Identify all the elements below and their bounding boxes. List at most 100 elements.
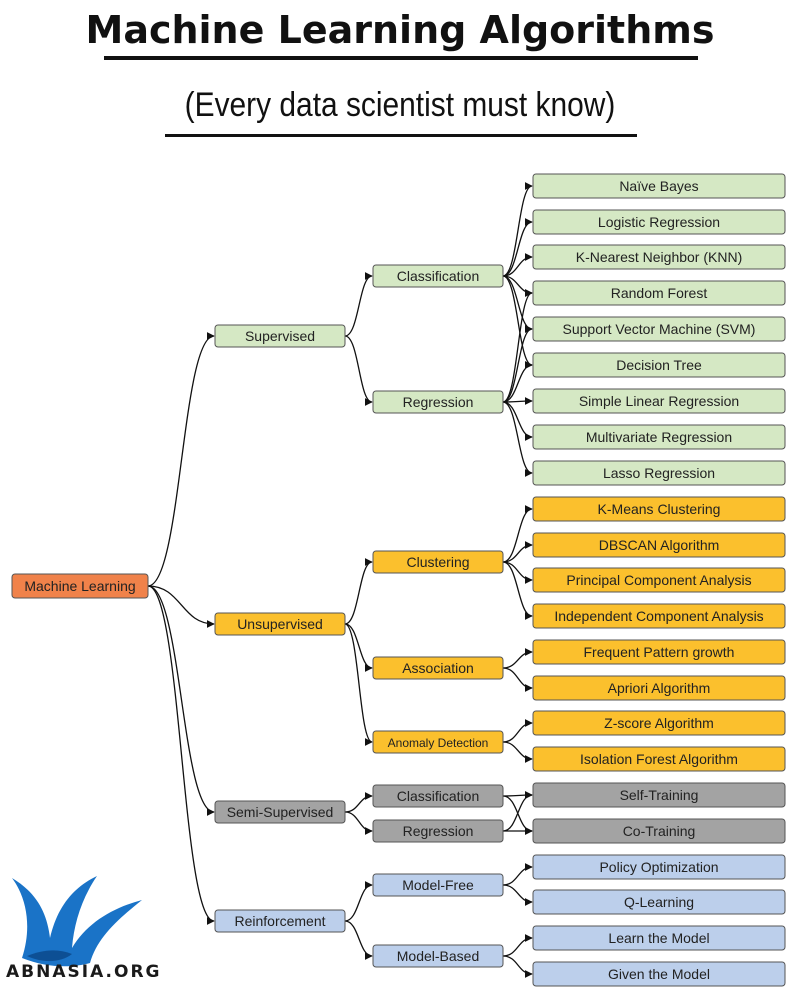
leaf-decision-tree-label: Decision Tree: [616, 357, 702, 373]
edge-regression-lasso-regression: [502, 401, 533, 477]
leaf-principal-component-analysis: Principal Component Analysis: [532, 567, 786, 593]
leaf-co-training: Co-Training: [532, 818, 786, 844]
node-supervised-classification-box: [372, 264, 504, 288]
phoenix-bird-logo: [12, 876, 142, 967]
edge-anomaly-detection-isolation-forest-algorithm: [502, 741, 533, 763]
leaf-k-means-clustering-box: [532, 496, 786, 522]
node-machine-learning: Machine Learning: [11, 573, 149, 599]
leaf-independent-component-analysis-box: [532, 603, 786, 629]
edge-association-apriori-algorithm: [502, 667, 533, 692]
edge-semi-supervised-classification: [344, 792, 373, 813]
leaf-dbscan-algorithm-box: [532, 532, 786, 558]
node-supervised-classification: Classification: [372, 264, 504, 288]
node-unsupervised-box: [214, 612, 346, 636]
node-reinforcement-model-free-box: [372, 873, 504, 897]
title-underline: [104, 56, 698, 60]
leaf-q-learning-box: [532, 889, 786, 915]
leaf-policy-optimization-label: Policy Optimization: [599, 859, 718, 875]
node-supervised: Supervised: [214, 324, 346, 348]
leaf-frequent-pattern-growth: Frequent Pattern growth: [532, 639, 786, 665]
leaf-learn-the-model-box: [532, 925, 786, 951]
leaf-k-means-clustering-label: K-Means Clustering: [598, 501, 721, 517]
edge-unsupervised-association: [344, 623, 373, 672]
leaf-self-training: Self-Training: [532, 782, 786, 808]
leaf-lasso-regression-box: [532, 460, 786, 486]
leaf-simple-linear-regression-box: [532, 388, 786, 414]
node-supervised-box: [214, 324, 346, 348]
edge-supervised-regression: [344, 335, 373, 406]
leaf-isolation-forest-algorithm-label: Isolation Forest Algorithm: [580, 751, 738, 767]
leaf-na-ve-bayes-box: [532, 173, 786, 199]
leaf-dbscan-algorithm: DBSCAN Algorithm: [532, 532, 786, 558]
edge-root-semi-supervised: [147, 585, 215, 816]
node-reinforcement-model-based: Model-Based: [372, 944, 504, 968]
leaf-k-nearest-neighbor-knn-label: K-Nearest Neighbor (KNN): [576, 249, 743, 265]
leaf-independent-component-analysis: Independent Component Analysis: [532, 603, 786, 629]
node-reinforcement-box: [214, 909, 346, 933]
node-supervised-classification-label: Classification: [397, 268, 479, 284]
leaf-lasso-regression-label: Lasso Regression: [603, 465, 715, 481]
node-semi-supervised-regression: Regression: [372, 819, 504, 843]
node-machine-learning-box: [11, 573, 149, 599]
leaf-support-vector-machine-svm: Support Vector Machine (SVM): [532, 316, 786, 342]
leaf-q-learning-label: Q-Learning: [624, 894, 694, 910]
leaf-random-forest-box: [532, 280, 786, 306]
edge-reinforcement-model-free: [344, 881, 373, 922]
node-reinforcement-model-based-label: Model-Based: [397, 948, 480, 964]
edge-model-free-policy-optimization: [502, 863, 533, 886]
node-semi-supervised-classification-box: [372, 784, 504, 808]
subtitle-underline: [165, 134, 637, 137]
node-semi-supervised-regression-box: [372, 819, 504, 843]
diagram-title: Machine Learning Algorithms: [85, 8, 715, 52]
leaf-self-training-label: Self-Training: [620, 787, 699, 803]
leaf-support-vector-machine-svm-box: [532, 316, 786, 342]
leaf-apriori-algorithm-box: [532, 675, 786, 701]
edge-supervised-classification: [344, 272, 373, 337]
leaf-z-score-algorithm: Z-score Algorithm: [532, 710, 786, 736]
edge-clustering-k-means-clustering: [502, 505, 533, 563]
leaf-decision-tree-box: [532, 352, 786, 378]
edge-clustering-independent-component-analysis: [502, 561, 533, 620]
node-reinforcement-model-free: Model-Free: [372, 873, 504, 897]
edge-classification-k-nearest-neighbor-knn: [502, 253, 533, 277]
leaf-logistic-regression: Logistic Regression: [532, 209, 786, 235]
leaf-co-training-box: [532, 818, 786, 844]
leaf-k-means-clustering: K-Means Clustering: [532, 496, 786, 522]
node-semi-supervised-classification: Classification: [372, 784, 504, 808]
leaf-policy-optimization-box: [532, 854, 786, 880]
node-semi-supervised: Semi-Supervised: [214, 800, 346, 824]
leaf-apriori-algorithm: Apriori Algorithm: [532, 675, 786, 701]
leaf-given-the-model-box: [532, 961, 786, 987]
leaf-isolation-forest-algorithm-box: [532, 746, 786, 772]
node-unsupervised-clustering-box: [372, 550, 504, 574]
edge-reinforcement-model-based: [344, 920, 373, 960]
leaf-multivariate-regression: Multivariate Regression: [532, 424, 786, 450]
edge-classification-na-ve-bayes: [502, 182, 533, 277]
node-supervised-regression-label: Regression: [403, 394, 474, 410]
leaf-simple-linear-regression: Simple Linear Regression: [532, 388, 786, 414]
edge-clustering-principal-component-analysis: [502, 561, 533, 584]
leaf-random-forest-label: Random Forest: [611, 285, 708, 301]
leaf-principal-component-analysis-box: [532, 567, 786, 593]
edge-model-based-learn-the-model: [502, 934, 533, 957]
node-reinforcement-label: Reinforcement: [234, 913, 325, 929]
node-supervised-label: Supervised: [245, 328, 315, 344]
edge-clustering-dbscan-algorithm: [502, 541, 533, 563]
node-reinforcement-model-based-box: [372, 944, 504, 968]
leaf-q-learning: Q-Learning: [532, 889, 786, 915]
node-unsupervised-clustering: Clustering: [372, 550, 504, 574]
leaf-k-nearest-neighbor-knn: K-Nearest Neighbor (KNN): [532, 244, 786, 270]
leaf-k-nearest-neighbor-knn-box: [532, 244, 786, 270]
node-reinforcement-model-free-label: Model-Free: [402, 877, 474, 893]
node-supervised-regression-box: [372, 390, 504, 414]
leaf-independent-component-analysis-label: Independent Component Analysis: [554, 608, 763, 624]
leaf-simple-linear-regression-label: Simple Linear Regression: [579, 393, 739, 409]
node-unsupervised-association-box: [372, 656, 504, 680]
leaf-principal-component-analysis-label: Principal Component Analysis: [566, 572, 751, 588]
leaf-decision-tree: Decision Tree: [532, 352, 786, 378]
node-unsupervised: Unsupervised: [214, 612, 346, 636]
node-semi-supervised-label: Semi-Supervised: [227, 804, 334, 820]
node-unsupervised-clustering-label: Clustering: [406, 554, 469, 570]
edge-regression-random-forest: [502, 289, 533, 403]
leaf-learn-the-model: Learn the Model: [532, 925, 786, 951]
